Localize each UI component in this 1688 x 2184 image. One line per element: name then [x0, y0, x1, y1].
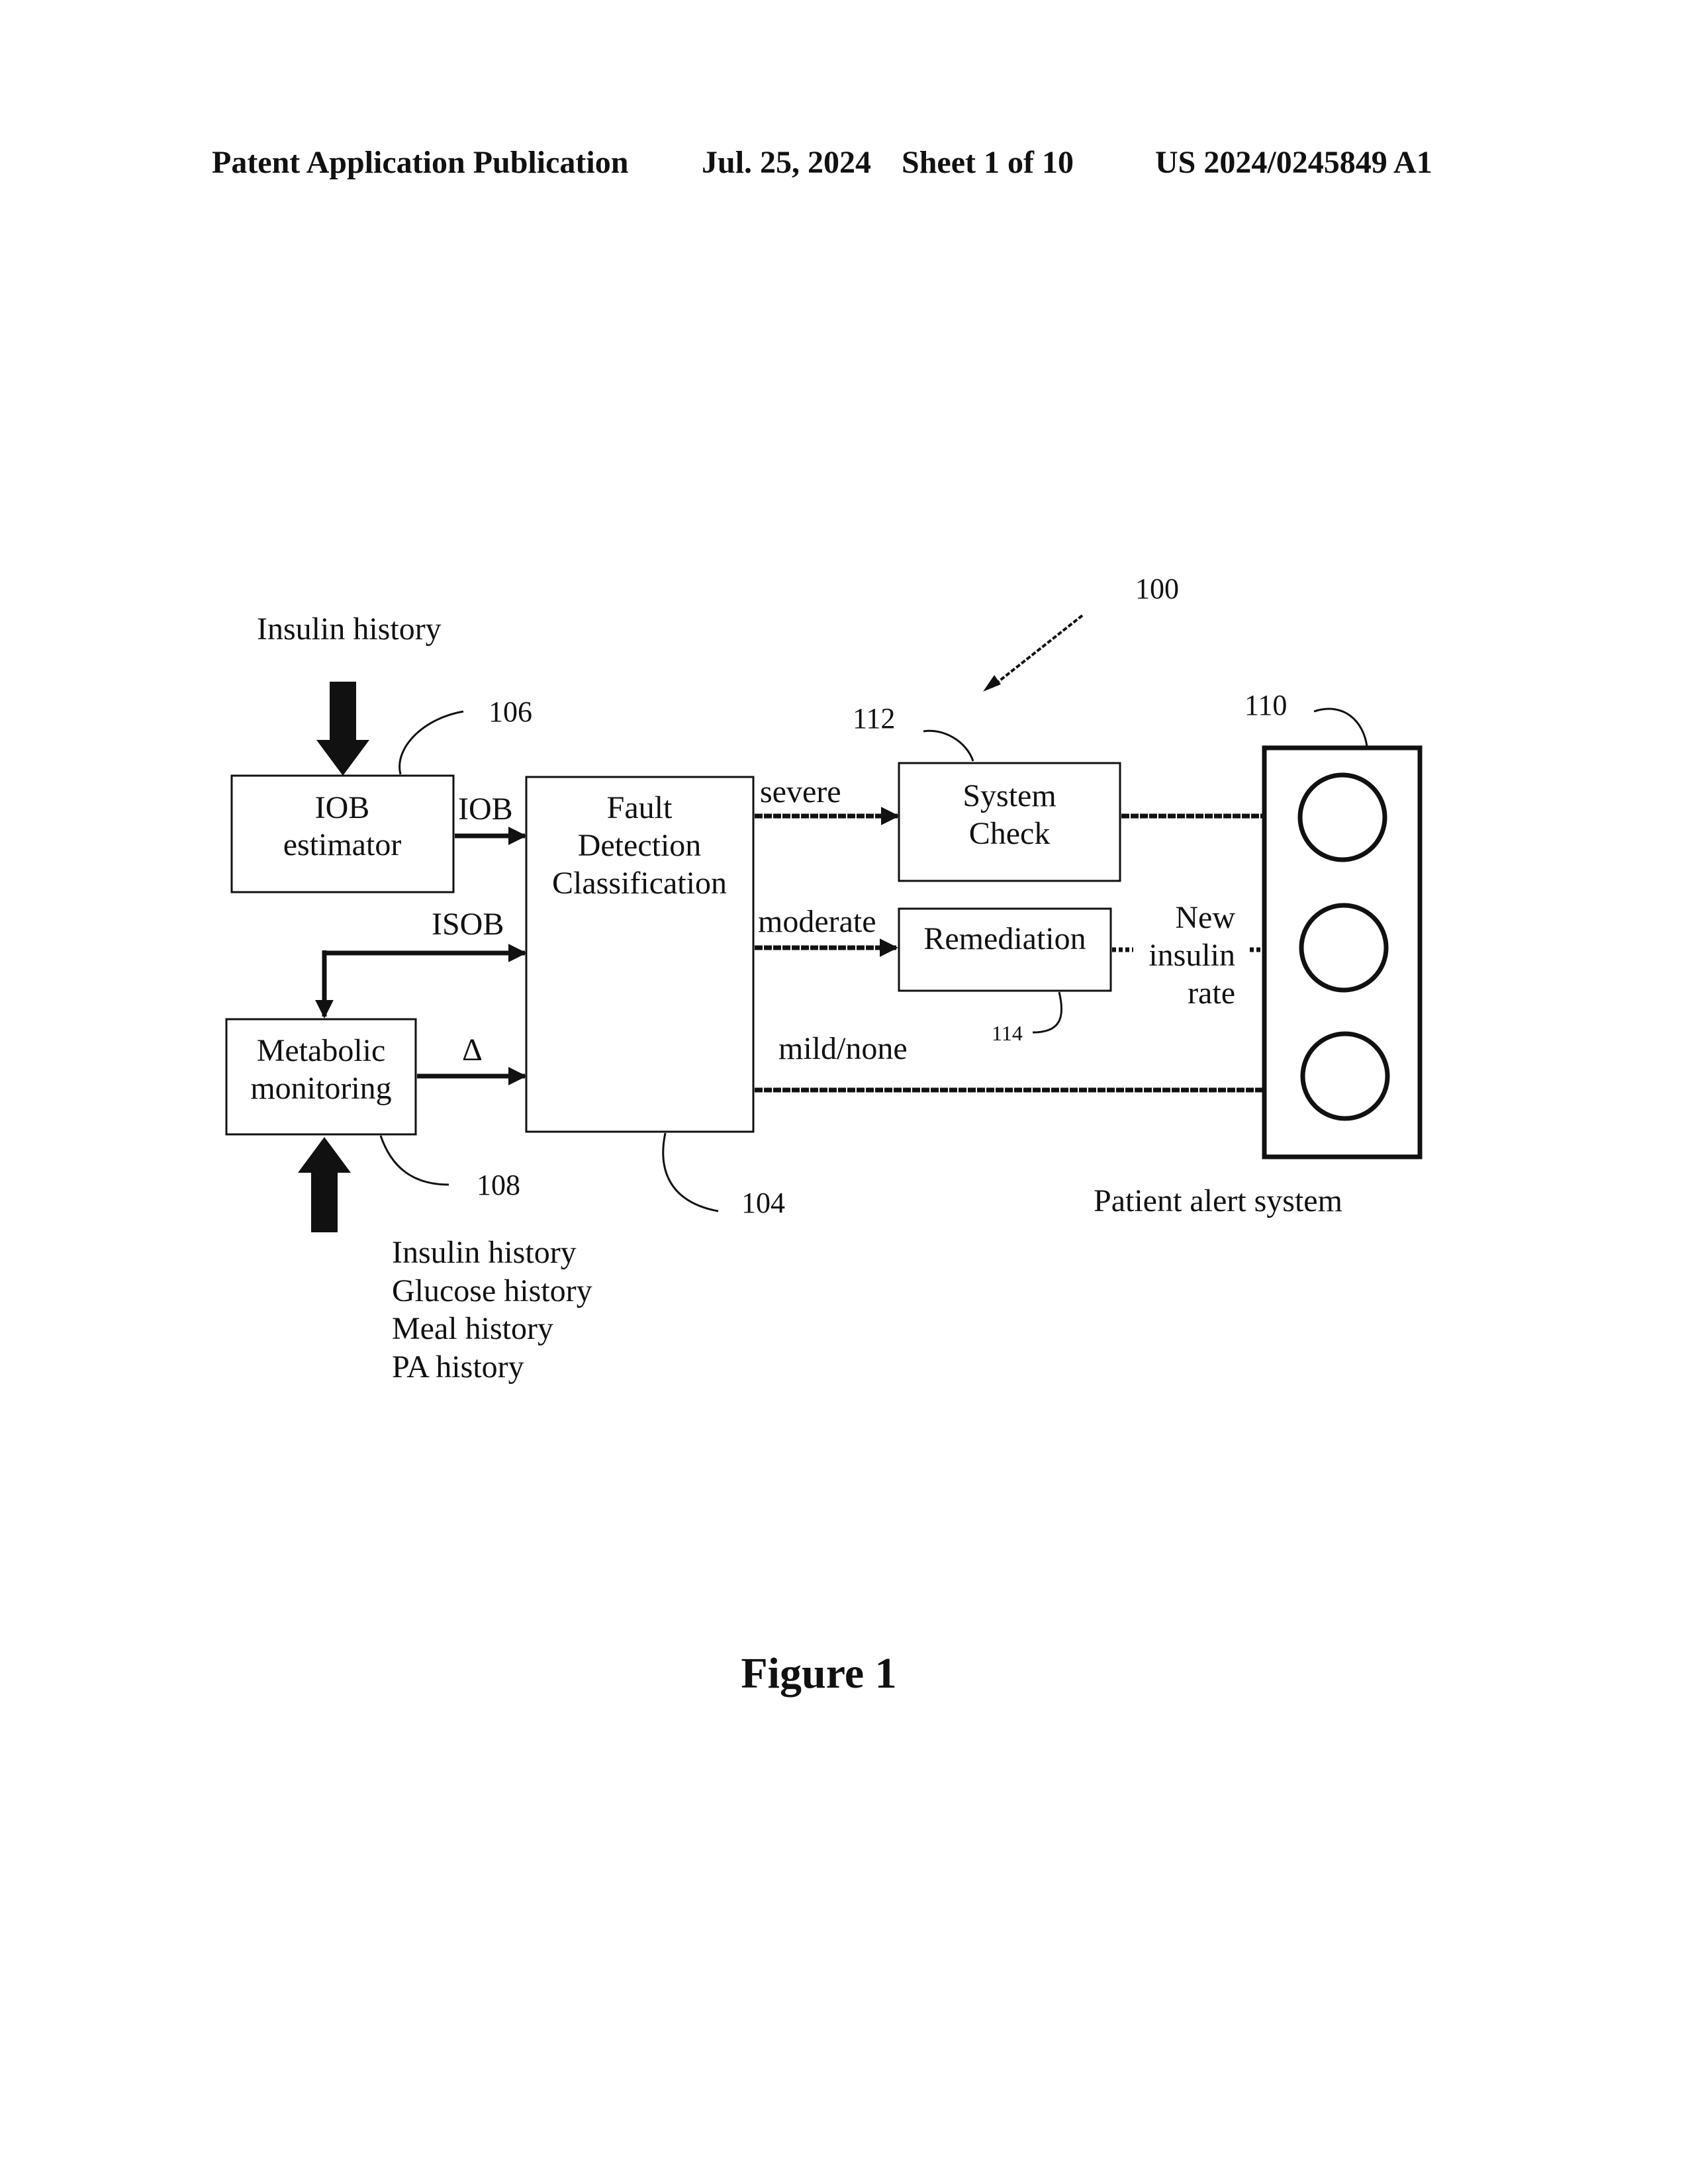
- alert-light-bottom: [1303, 1034, 1387, 1118]
- system-ref-label: 100: [1135, 572, 1179, 605]
- patient-alert-box: [1264, 748, 1420, 1157]
- metabolic-input-2: Glucose history: [392, 1273, 592, 1308]
- iob-input-arrow-shaft: [330, 682, 356, 743]
- remediation-leader: [1033, 992, 1062, 1032]
- iob-estimator-ref: 106: [489, 696, 532, 728]
- metabolic-input-4: PA history: [392, 1349, 524, 1385]
- isob-signal-label: ISOB: [432, 907, 504, 942]
- metabolic-monitoring-label-line1: Metabolic: [257, 1033, 386, 1068]
- system-check-leader: [923, 731, 973, 761]
- iob-estimator-label-line1: IOB: [315, 790, 370, 825]
- mild-label: mild/none: [778, 1031, 908, 1066]
- iob-estimator-label-line2: estimator: [283, 827, 402, 862]
- patient-alert-label: Patient alert system: [1094, 1183, 1342, 1218]
- metabolic-monitoring-ref: 108: [477, 1169, 520, 1201]
- system-check-label-line1: System: [962, 778, 1056, 813]
- new-rate-label-line1: New: [1175, 900, 1235, 935]
- fault-detection-leader: [663, 1133, 718, 1211]
- patient-alert-leader: [1314, 709, 1367, 747]
- metabolic-input-arrow-shaft: [311, 1171, 338, 1232]
- fault-detection-label-line2: Detection: [578, 828, 702, 863]
- fault-detection-ref: 104: [741, 1187, 785, 1219]
- system-ref-arrowhead: [983, 675, 1001, 692]
- remediation-ref: 114: [992, 1021, 1023, 1045]
- metabolic-monitoring-leader: [381, 1136, 449, 1185]
- system-ref-arrow: [992, 615, 1082, 687]
- new-rate-label-line3: rate: [1188, 976, 1235, 1011]
- fault-detection-label-line3: Classification: [552, 866, 727, 901]
- metabolic-monitoring-label-line2: monitoring: [250, 1071, 391, 1106]
- iob-input-label: Insulin history: [257, 612, 442, 647]
- system-check-label-line2: Check: [969, 816, 1051, 851]
- metabolic-input-1: Insulin history: [392, 1235, 577, 1270]
- alert-light-top: [1300, 775, 1385, 860]
- alert-light-middle: [1301, 905, 1386, 990]
- iob-input-arrowhead: [316, 740, 369, 776]
- remediation-label: Remediation: [923, 921, 1086, 956]
- new-rate-label-line2: insulin: [1149, 938, 1235, 973]
- metabolic-input-3: Meal history: [392, 1311, 553, 1346]
- iob-estimator-leader: [400, 711, 463, 774]
- iob-signal-label: IOB: [458, 792, 513, 827]
- system-check-ref: 112: [853, 702, 895, 735]
- moderate-label: moderate: [758, 904, 876, 939]
- figure-caption: Figure 1: [741, 1649, 896, 1698]
- patient-alert-ref: 110: [1244, 689, 1287, 721]
- fault-detection-label-line1: Fault: [607, 790, 673, 825]
- metabolic-input-arrowhead: [298, 1137, 351, 1173]
- severe-label: severe: [760, 774, 841, 809]
- delta-signal-label: Δ: [462, 1032, 483, 1068]
